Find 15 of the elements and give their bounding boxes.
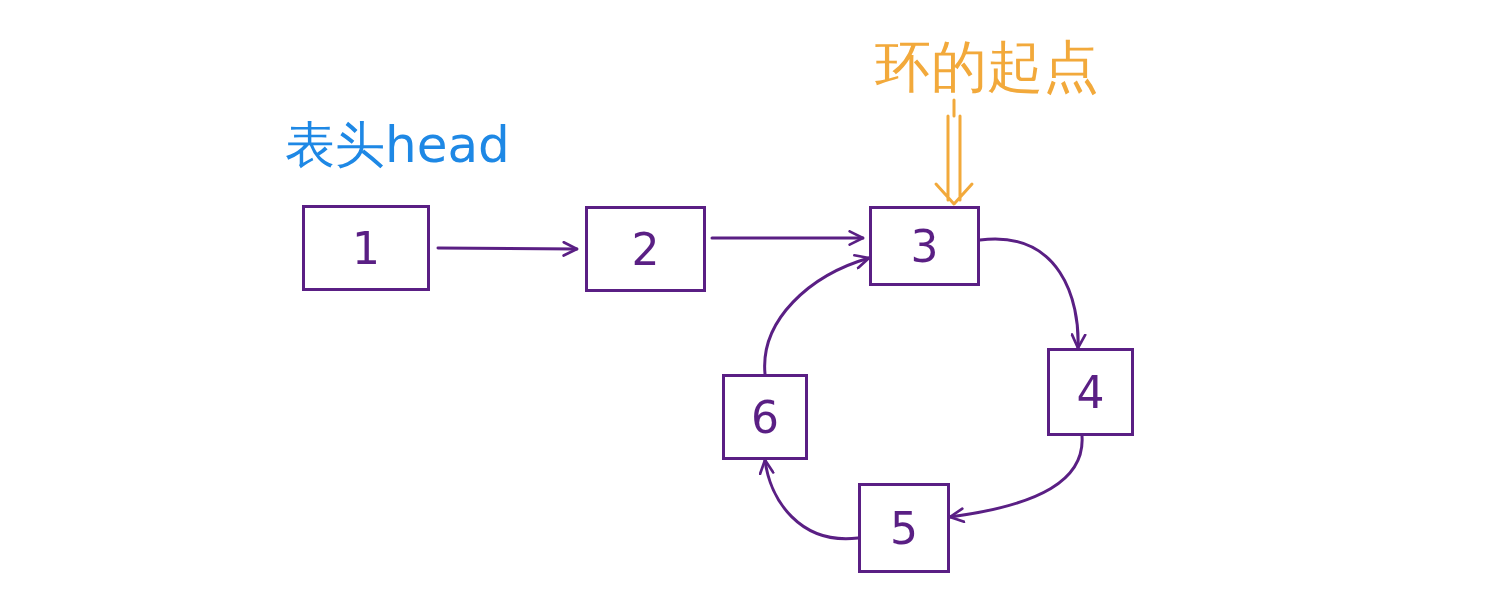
arrow <box>948 434 1084 523</box>
list-node-box: 6 <box>722 374 808 460</box>
list-node-box: 5 <box>858 483 950 573</box>
arrow <box>934 98 974 206</box>
list-node-box: 2 <box>585 206 706 292</box>
arrow <box>710 230 865 246</box>
arrow <box>759 458 860 541</box>
head-label: 表头head <box>285 115 510 176</box>
arrow <box>436 240 579 257</box>
list-node-box: 1 <box>302 205 430 291</box>
arrow <box>978 237 1086 350</box>
annotation-text: 环的起点 <box>875 30 1099 106</box>
list-node-box: 3 <box>869 206 980 286</box>
list-node-box: 4 <box>1047 348 1134 436</box>
arrow <box>763 254 871 376</box>
